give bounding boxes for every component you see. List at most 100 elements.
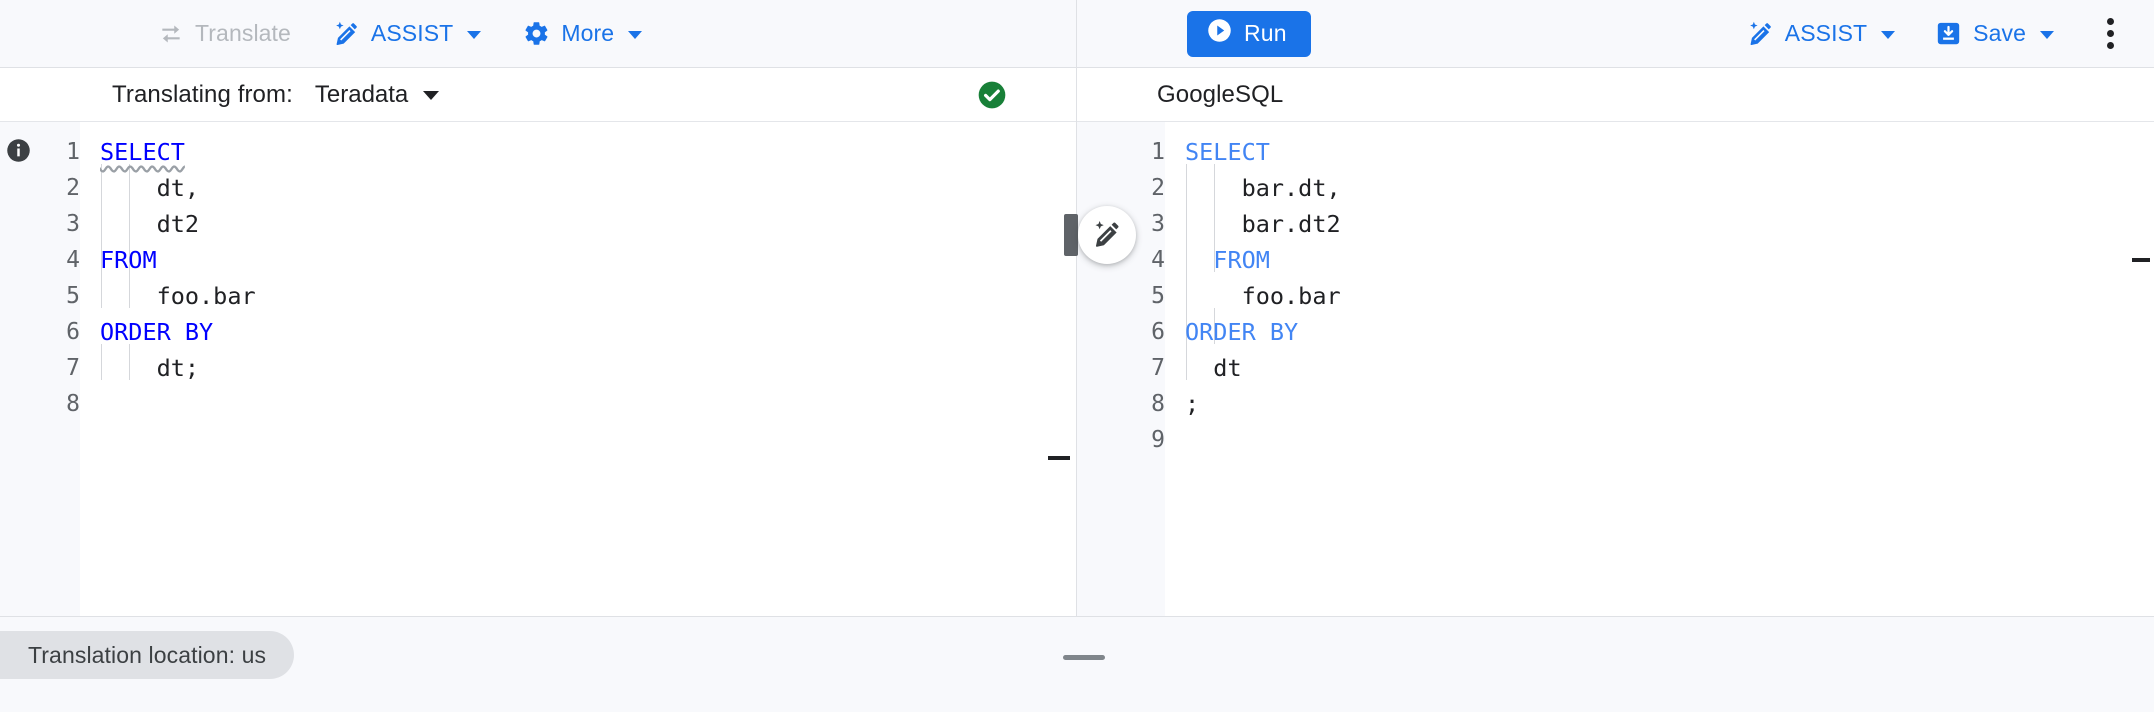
chevron-down-icon [423, 91, 440, 100]
sparkle-pencil-icon [333, 20, 360, 47]
line-number: 3 [66, 211, 80, 237]
more-vertical-icon [2106, 42, 2114, 49]
more-vertical-icon [2106, 30, 2114, 37]
target-line-numbers: 1 2 3 4 5 6 7 8 9 [1077, 122, 1165, 616]
translate-label: Translate [195, 20, 291, 46]
target-scroll-indicator[interactable] [2132, 258, 2150, 262]
line-number: 8 [1151, 391, 1165, 417]
code-line: ORDER BY [100, 314, 1076, 350]
code-text: foo.bar [100, 282, 256, 310]
code-line: ; [1185, 386, 2154, 422]
assist-floating-button[interactable] [1078, 206, 1136, 264]
chevron-down-icon [628, 30, 643, 39]
source-dialect-value: Teradata [314, 80, 409, 108]
code-line: bar.dt2 [1185, 206, 2154, 242]
code-keyword: FROM [100, 246, 157, 274]
run-button[interactable]: Run [1187, 10, 1311, 57]
source-pane: Translating from: Teradata [0, 68, 1077, 616]
info-icon[interactable] [5, 137, 32, 164]
target-editor[interactable]: 1 2 3 4 5 6 7 8 9 SELECT bar.dt, bar.dt2 FROM fo… [1077, 122, 2154, 616]
target-pane: GoogleSQL 1 2 3 4 5 6 7 8 9 SELECT bar.dt, bar.d… [1077, 68, 2154, 616]
line-number: 1 [1151, 139, 1165, 165]
pane-splitter-handle[interactable] [1064, 214, 1078, 256]
code-keyword: ORDER BY [1185, 318, 1299, 346]
line-number: 8 [66, 391, 80, 417]
code-line: ORDER BY [1185, 314, 2154, 350]
code-text: dt [1185, 354, 1242, 382]
bottom-drag-handle[interactable] [1063, 655, 1105, 660]
code-line: SELECT [100, 134, 1076, 170]
code-line: bar.dt, [1185, 170, 2154, 206]
code-text: dt; [100, 354, 200, 382]
code-line: foo.bar [1185, 278, 2154, 314]
target-dialect-label: GoogleSQL [1157, 80, 1284, 108]
play-circle-icon [1206, 17, 1233, 50]
run-label: Run [1244, 20, 1287, 46]
translating-from-label: Translating from: [112, 80, 293, 108]
line-number: 7 [66, 355, 80, 381]
code-text: bar.dt, [1185, 174, 1341, 202]
code-keyword: SELECT [100, 138, 185, 166]
sparkle-pencil-icon [1092, 219, 1122, 252]
gear-icon [523, 20, 550, 47]
code-keyword: ORDER BY [100, 318, 214, 346]
line-number: 7 [1151, 355, 1165, 381]
line-number: 5 [1151, 283, 1165, 309]
toolbar-source-section: Translate ASSIST [0, 0, 1077, 67]
chevron-down-icon [1881, 30, 1896, 39]
translation-location-badge: Translation location: us [0, 631, 295, 679]
save-button[interactable]: Save [1925, 12, 2064, 56]
code-line: SELECT [1185, 134, 2154, 170]
line-number: 1 [66, 139, 80, 165]
source-pane-header: Translating from: Teradata [0, 68, 1076, 122]
code-line: dt2 [100, 206, 1076, 242]
chevron-down-icon [467, 30, 482, 39]
assist-target-button[interactable]: ASSIST [1737, 12, 1905, 56]
line-number: 6 [66, 319, 80, 345]
toolbar-target-section: Run ASSIST [1077, 0, 2154, 67]
swap-arrows-icon [158, 21, 184, 47]
translate-button[interactable]: Translate [148, 12, 301, 56]
overflow-menu-button[interactable] [2088, 12, 2132, 56]
translation-status-badge [976, 79, 1008, 111]
line-number: 5 [66, 283, 80, 309]
code-text: ; [1185, 390, 1200, 418]
more-label: More [561, 20, 615, 46]
assist-target-label: ASSIST [1784, 20, 1868, 46]
code-line: foo.bar [100, 278, 1076, 314]
code-line: FROM [1185, 242, 2154, 278]
code-line: FROM [100, 242, 1076, 278]
code-keyword: SELECT [1185, 138, 1270, 166]
source-dialect-dropdown[interactable]: Teradata [309, 77, 445, 113]
line-number: 2 [66, 175, 80, 201]
footer-bar: Translation location: us [0, 616, 2154, 712]
line-number: 4 [1151, 247, 1165, 273]
code-line: dt [1185, 350, 2154, 386]
code-text [1185, 246, 1213, 274]
code-text: dt, [100, 174, 200, 202]
line-number: 2 [1151, 175, 1165, 201]
chevron-down-icon [2040, 30, 2054, 39]
source-scroll-indicator[interactable] [1048, 456, 1070, 460]
assist-source-button[interactable]: ASSIST [323, 12, 491, 56]
target-pane-header: GoogleSQL [1077, 68, 2154, 122]
source-info-gutter [0, 122, 38, 616]
save-disk-icon [1935, 20, 1962, 47]
line-number: 9 [1151, 427, 1165, 453]
code-text: foo.bar [1185, 282, 1341, 310]
save-label: Save [1973, 20, 2026, 46]
line-number: 6 [1151, 319, 1165, 345]
line-number: 3 [1151, 211, 1165, 237]
toolbar: Translate ASSIST [0, 0, 2154, 68]
sparkle-pencil-icon [1747, 20, 1774, 47]
code-line [100, 386, 1076, 422]
code-text: dt2 [100, 210, 200, 238]
more-button[interactable]: More [513, 12, 652, 56]
